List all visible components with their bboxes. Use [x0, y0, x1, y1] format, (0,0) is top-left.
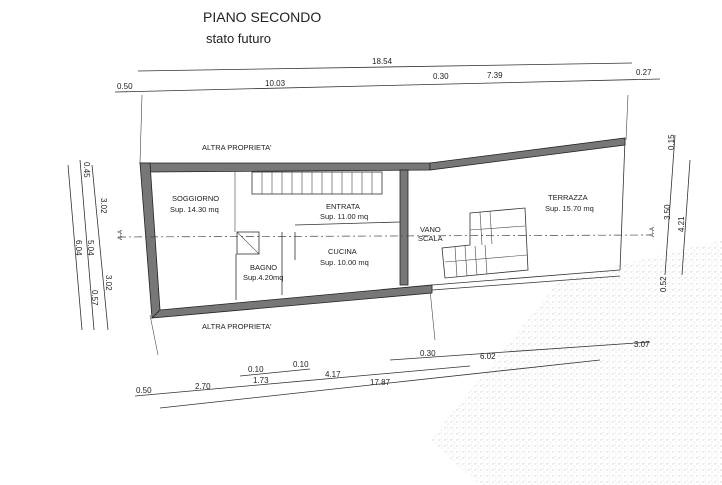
dim-label: 1.73: [253, 376, 269, 385]
room-name: ENTRATA: [326, 202, 360, 211]
room-area: Sup.4.20mq: [243, 273, 283, 282]
room-name: CUCINA: [328, 247, 357, 256]
plan-subtitle: stato futuro: [206, 31, 271, 46]
neighbor-bottom-label: ALTRA PROPRIETA': [202, 322, 272, 331]
room-name: SOGGIORNO: [172, 194, 219, 203]
dim-label: 0.10: [248, 365, 264, 374]
section-marker-left: A-A: [118, 230, 124, 240]
room-area: Sup. 10.00 mq: [320, 258, 369, 267]
dim-label: 0.30: [420, 349, 436, 358]
room-labels: SOGGIORNO Sup. 14.30 mq ENTRATA Sup. 11.…: [170, 193, 594, 282]
building-walls: [139, 137, 626, 319]
dim-label: 5.04: [86, 240, 95, 256]
dim-label: 7.39: [487, 71, 503, 80]
dim-label: 3.02: [104, 275, 113, 291]
dim-label: 6.02: [480, 352, 496, 361]
section-line: [117, 234, 651, 238]
dim-label: 0.57: [90, 290, 99, 306]
bottom-dimensions: 0.50 2.70 0.10 1.73 0.10 4.17 17.87 0.30…: [134, 340, 650, 409]
dim-label: 0.30: [433, 72, 449, 81]
dim-label: 4.21: [677, 216, 686, 232]
dim-label: 0.50: [136, 386, 152, 395]
section-marker-right: A-A: [650, 227, 656, 237]
left-dimensions: 0.45 3.02 5.04 6.04 0.57 3.02: [67, 159, 113, 331]
room-area: Sup. 11.00 mq: [320, 212, 368, 221]
dim-label: 10.03: [265, 79, 286, 88]
dim-label: 3.02: [99, 198, 108, 214]
dim-label: 3.50: [663, 204, 672, 220]
dim-label: 0.15: [667, 134, 676, 150]
top-dimensions: 18.54 0.50 10.03 0.30 7.39 0.27: [114, 57, 661, 93]
dim-label: 17.87: [370, 378, 391, 387]
right-dimensions: 0.15 3.50 4.21 0.52: [659, 134, 691, 292]
room-area: SCALA: [418, 234, 443, 243]
stairs: [251, 171, 529, 279]
dim-label: 0.45: [82, 162, 91, 178]
dim-label: 0.52: [659, 276, 668, 292]
dim-label: 4.17: [325, 370, 341, 379]
plan-title: PIANO SECONDO: [203, 9, 321, 25]
room-area: Sup. 15.70 mq: [545, 204, 594, 213]
room-name: TERRAZZA: [548, 193, 588, 202]
room-area: Sup. 14.30 mq: [170, 205, 219, 214]
neighbor-top-label: ALTRA PROPRIETA': [202, 143, 272, 152]
dim-label: 6.04: [74, 240, 83, 256]
dim-label: 0.27: [636, 68, 652, 77]
dim-label: 0.50: [117, 82, 133, 91]
dim-label: 3.07: [634, 340, 650, 349]
dim-label: 2.70: [195, 382, 211, 391]
room-name: VANO: [420, 225, 441, 234]
dim-label: 18.54: [372, 57, 393, 66]
room-name: BAGNO: [250, 263, 277, 272]
dim-label: 0.10: [293, 360, 309, 369]
